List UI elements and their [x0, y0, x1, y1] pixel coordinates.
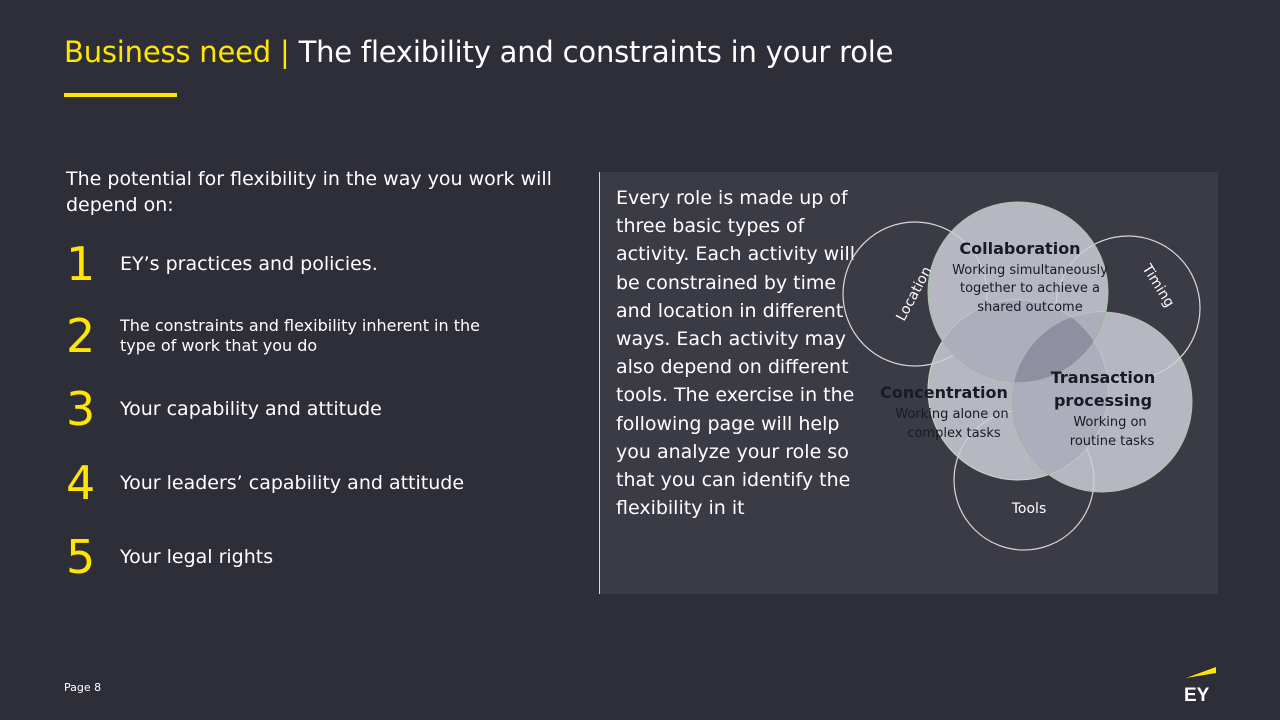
item-number: 1: [66, 237, 96, 291]
collaboration-desc: shared outcome: [977, 300, 1082, 315]
timing-label: Timing: [1138, 261, 1177, 310]
item-number: 4: [66, 456, 96, 510]
list-item: 5 Your legal rights: [66, 532, 546, 582]
intro-text: The potential for flexibility in the way…: [66, 168, 552, 216]
transaction-title: processing: [1054, 391, 1152, 410]
collaboration-desc: together to achieve a: [960, 281, 1100, 296]
logo-text: EY: [1184, 685, 1210, 704]
page-title: Business need | The flexibility and cons…: [64, 32, 893, 72]
list-item: 2 The constraints and flexibility inhere…: [66, 311, 546, 361]
item-text: EY’s practices and policies.: [120, 253, 378, 275]
item-text: Your capability and attitude: [120, 398, 382, 420]
venn-diagram: Location Timing Tools Collaboration Work…: [842, 201, 1201, 551]
title-rest: The flexibility and constraints in your …: [289, 35, 894, 69]
collaboration-circle: [927, 201, 1109, 383]
item-text: Your leaders’ capability and attitude: [120, 472, 465, 494]
item-text: Your legal rights: [120, 546, 274, 568]
collaboration-desc: Working simultaneously: [952, 263, 1108, 278]
panel-description: Every role is made up of three basic typ…: [616, 187, 856, 520]
transaction-desc: Working on: [1073, 415, 1146, 430]
transaction-title: Transaction: [1051, 368, 1156, 387]
ey-logo: EY: [1184, 667, 1216, 704]
item-number: 5: [66, 530, 96, 584]
concentration-desc: Working alone on: [895, 407, 1008, 422]
list-item: 1 EY’s practices and policies.: [66, 239, 546, 289]
concentration-title: Concentration: [880, 383, 1008, 402]
item-number: 2: [66, 309, 96, 363]
activity-panel: Every role is made up of three basic typ…: [599, 172, 1218, 594]
transaction-desc: routine tasks: [1070, 434, 1155, 449]
title-highlight: Business need |: [64, 35, 290, 69]
list-item: 3 Your capability and attitude: [66, 384, 546, 434]
page-number: Page 8: [64, 681, 102, 694]
title-underline: [64, 93, 177, 97]
item-text: The constraints and flexibility inherent…: [120, 316, 480, 355]
collaboration-title: Collaboration: [959, 239, 1080, 258]
concentration-desc: complex tasks: [907, 426, 1001, 441]
list-item: 4 Your leaders’ capability and attitude: [66, 458, 546, 508]
item-number: 3: [66, 382, 96, 436]
tools-label: Tools: [1011, 501, 1047, 517]
